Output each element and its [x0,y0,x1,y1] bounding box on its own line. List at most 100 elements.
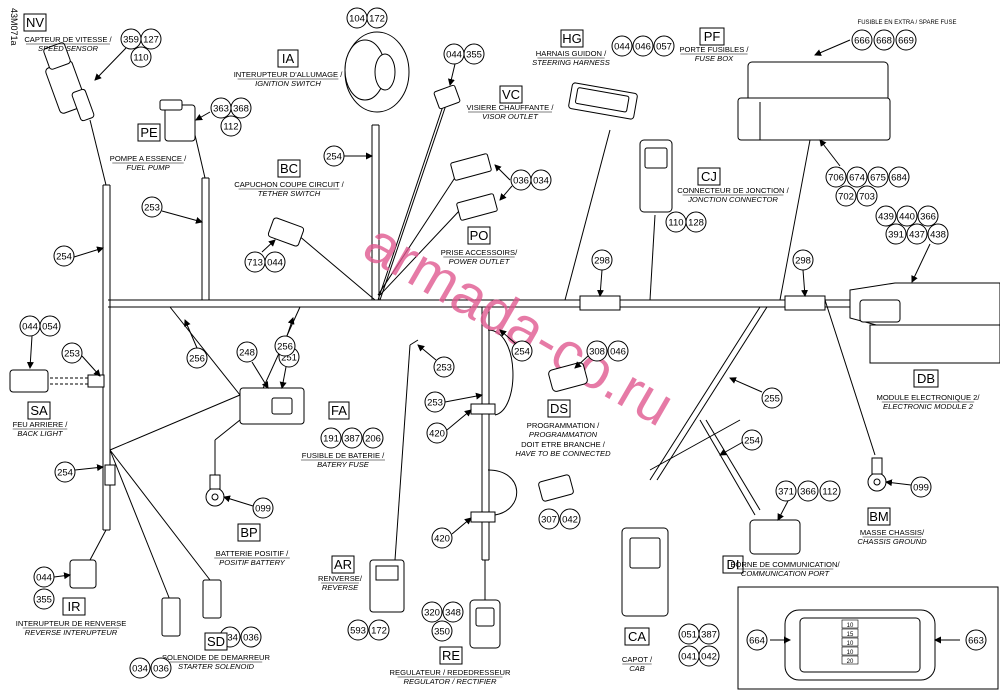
vc-label-en: VISOR OUTLET [482,112,539,121]
db-box [913,369,939,388]
pf-part-1: 666 [854,36,870,47]
po-box [467,226,491,245]
pf-part-9: 703 [859,192,875,203]
di-part-2: 366 [800,487,816,498]
ds-label-fr1: PROGRAMMATION / [527,421,600,430]
db-part-2: 440 [899,212,915,223]
sd-part-1: 034 [132,664,148,675]
h253a-leader [161,210,203,224]
fa-part-4: 387 [344,434,360,445]
fa-part-5-bubble [362,427,384,449]
hg-code: HG [562,31,582,46]
ia-label-en: IGNITION SWITCH [255,79,321,88]
nv-label-fr: CAPTEUR DE VITESSE / [24,35,112,44]
ia-part-2-bubble [366,7,388,29]
speed-sensor-drawing [43,42,95,122]
fa-label-en: BATERY FUSE [317,460,370,469]
h254d-leader [499,329,517,345]
cj-box [697,167,721,186]
inset-part-right-bubble [965,629,987,651]
part-042-bubble [559,508,581,530]
bm-leader [885,479,912,487]
di-leader [777,500,789,521]
pf-code: PF [704,29,721,44]
bc-part-2-bubble [264,251,286,273]
fa-part-4-bubble [341,427,363,449]
hg-part-3-bubble [653,35,675,57]
bm-part-1-bubble [910,476,932,498]
vc-leader [447,63,456,86]
pe-code: PE [140,125,158,140]
ds-part-1-bubble [586,340,608,362]
tether-switch-drawing [267,217,305,247]
communication-port-drawing [749,519,801,555]
ar-code: AR [334,557,352,572]
harness-h254c-bubble [54,461,76,483]
harness-h254c: 254 [57,468,73,479]
db-label-fr: MODULE ELECTRONIQUE 2/ [877,393,981,402]
re-box [439,646,463,665]
pf-part-4: 706 [828,173,844,184]
pf-part-3-bubble [895,29,917,51]
ds-label-en2: HAVE TO BE CONNECTED [515,449,611,458]
re-code: RE [442,648,460,663]
db-part-6-bubble [927,223,949,245]
sa-label-en: BACK LIGHT [17,429,64,438]
bp-leader [223,495,254,507]
pf-part-6-bubble [867,166,889,188]
inset-part-left-bubble [746,629,768,651]
db-part-5-bubble [906,223,928,245]
sd-part-4-bubble [240,626,262,648]
ca-part-4: 042 [701,652,717,663]
pe-part-3-bubble [220,115,242,137]
nv-leader [94,47,127,81]
db-label-en: ELECTRONIC MODULE 2 [883,402,974,411]
ca-label-en: CAB [629,664,645,673]
ds-part-2-bubble [607,340,629,362]
ds-part-2: 046 [610,347,626,358]
h256a-leader [184,319,198,349]
sd-part-2: 036 [153,664,169,675]
harness-h254a: 254 [56,252,72,263]
ir-label-en: REVERSE INTERUPTEUR [25,628,118,637]
bc-label-fr: CAPUCHON COUPE CIRCUIT / [234,180,344,189]
ds-code: DS [550,401,568,416]
steering-harness-drawing [568,82,638,120]
hg-part-1-bubble [611,35,633,57]
fa-code: FA [331,403,347,418]
harness-h254b: 254 [326,152,342,163]
ia-label-fr: INTERUPTEUR D'ALLUMAGE / [234,70,344,79]
h253b-leader [81,355,101,377]
h255-leader [729,377,763,393]
ar-box [331,555,355,574]
db-part-1-bubble [875,205,897,227]
re-part-3: 350 [434,627,450,638]
sa-leader [26,335,34,369]
di-label-fr: BORNE DE COMMUNICATION/ [730,560,840,569]
sd-part-3: 034 [222,633,238,644]
pe-part-3: 112 [223,122,238,133]
sd-label-en: STARTER SOLENOID [178,662,255,671]
fa-leader-1 [251,361,269,389]
inset-fuse-slot [841,619,859,629]
hg-label-en: STEERING HARNESS [532,58,610,67]
pf-label-fr: PORTE FUSIBLES / [679,45,749,54]
pe-label-fr: POMPE A ESSENCE / [110,154,187,163]
drawing-ref: 43M071a [9,8,19,46]
pe-box [137,123,161,142]
regulator-drawing [469,599,501,649]
nv-code: NV [26,15,44,30]
ds-part-1: 308 [589,347,605,358]
bp-part-1-bubble [252,497,274,519]
inset-fuse-slot [841,628,859,638]
bc-code: BC [280,161,298,176]
power-outlet-drawing [450,153,498,221]
pe-part-2: 368 [233,104,249,115]
pf-part-5: 674 [849,173,865,184]
harness-h254d: 254 [514,347,530,358]
bc-part-2: 044 [267,258,283,269]
nv-label-en: SPEED SENSOR [38,44,98,53]
bm-label-en: CHASSIS GROUND [857,537,927,546]
di-part-1-bubble [775,480,797,502]
